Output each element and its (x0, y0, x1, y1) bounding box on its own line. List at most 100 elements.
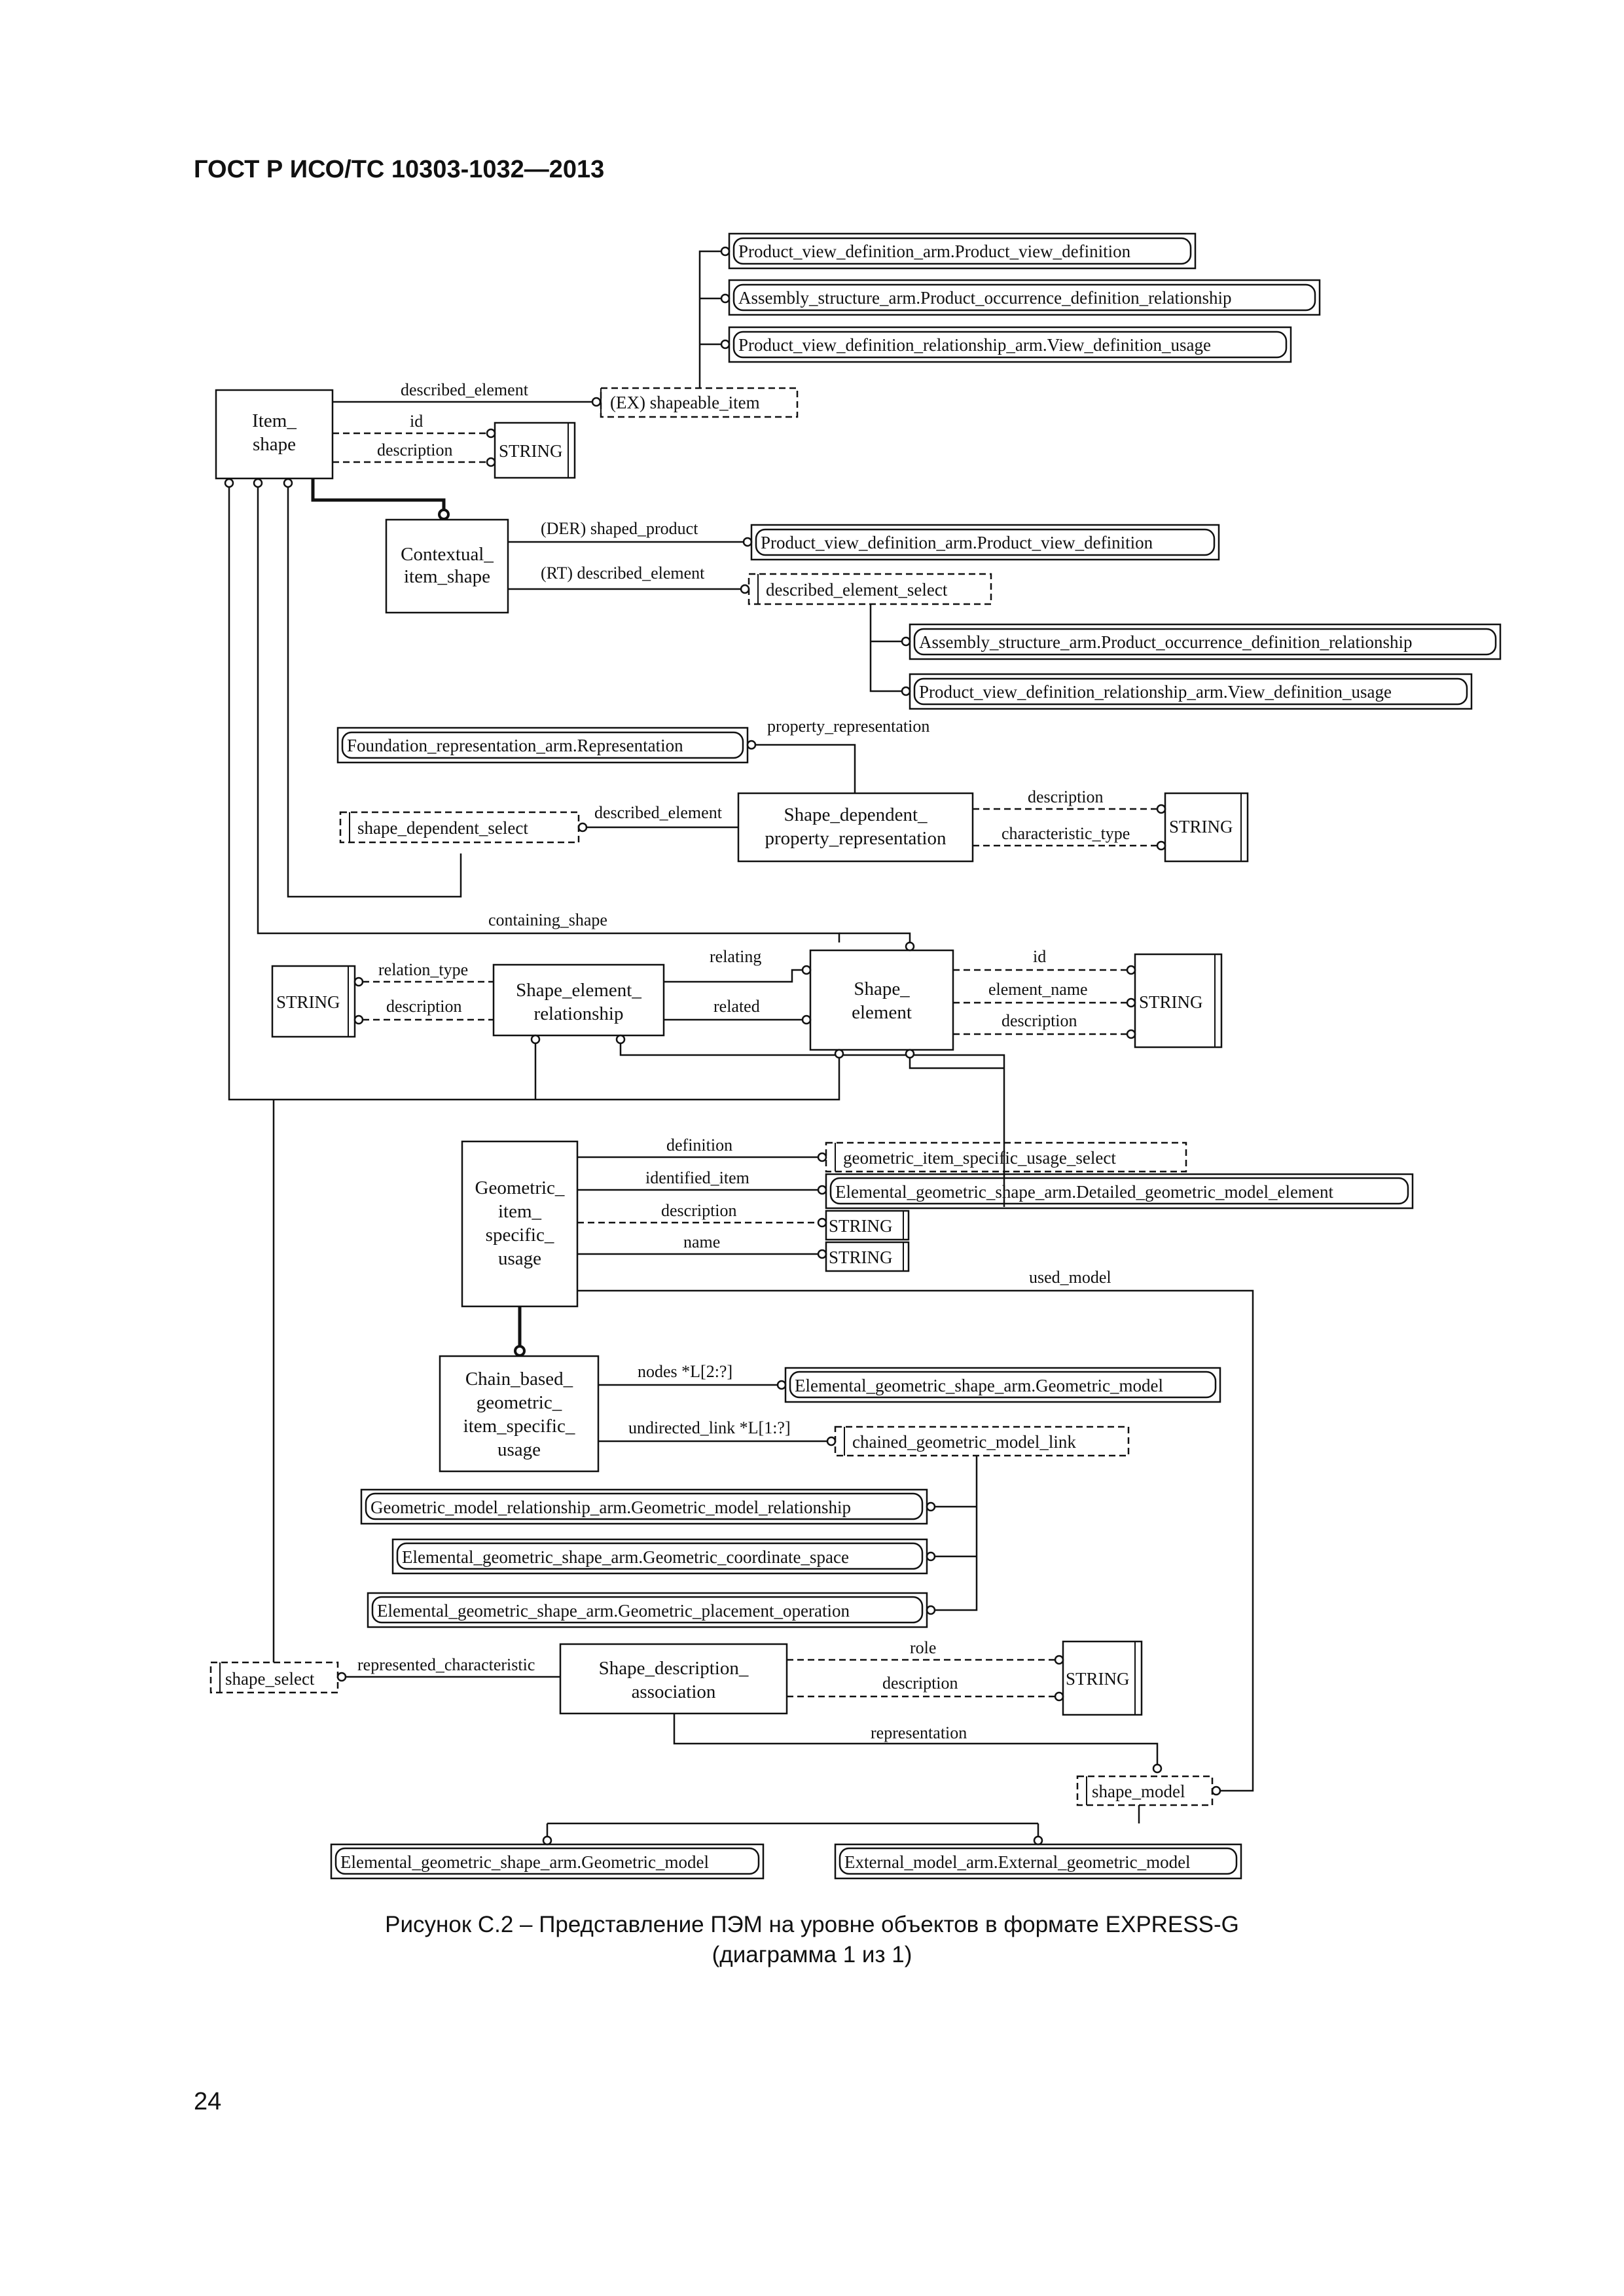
ext-geom-coord-space-label: Elemental_geometric_shape_arm.Geometric_… (402, 1547, 849, 1567)
attr-se-description: description (1001, 1011, 1077, 1030)
attr-characteristic-type: characteristic_type (1001, 824, 1130, 843)
ext-pvdr-top (728, 326, 1292, 363)
entity-chain-label-2: geometric_ (477, 1392, 562, 1413)
string-label-4: STRING (1139, 992, 1203, 1012)
ext-pvdr-top-label: Product_view_definition_relationship_arm… (738, 335, 1211, 355)
attr-nodes: nodes *L[2:?] (638, 1362, 732, 1381)
ext-asm-top-label: Assembly_structure_arm.Product_occurrenc… (738, 288, 1232, 308)
attr-relation-type: relation_type (378, 960, 468, 979)
attr-sda-description: description (882, 1674, 958, 1693)
ext-geom-model-chain-label: Elemental_geometric_shape_arm.Geometric_… (795, 1376, 1163, 1395)
ext-external-geom-model (834, 1843, 1242, 1880)
attr-undirected-link: undirected_link *L[1:?] (628, 1418, 791, 1437)
attr-der-shaped-product: (DER) shaped_product (541, 519, 698, 538)
entity-se-label-1: Shape_ (854, 978, 910, 999)
ext-asm-mid-label: Assembly_structure_arm.Product_occurrenc… (919, 632, 1413, 652)
select-shape-dependent (339, 811, 580, 844)
entity-sda-label-1: Shape_description_ (599, 1658, 749, 1679)
entity-item-shape-label-1: Item_ (252, 410, 297, 431)
entity-gisu-label-1: Geometric_ (475, 1177, 565, 1198)
attr-represented-characteristic: represented_characteristic (357, 1655, 535, 1674)
attr-name: name (683, 1232, 720, 1251)
entity-shape-element-relationship (492, 963, 665, 1037)
ext-geom-model-rel-label: Geometric_model_relationship_arm.Geometr… (370, 1498, 851, 1517)
select-shape-model (1076, 1775, 1214, 1806)
ext-asm-top (728, 279, 1321, 316)
attr-sdpr-description: description (1028, 787, 1104, 806)
entity-gisu-label-2: item_ (498, 1201, 542, 1222)
select-shapeable-item-label: (EX) shapeable_item (610, 393, 760, 412)
ext-detailed-geom-element (825, 1173, 1414, 1210)
entity-sdpr-label-2: property_representation (765, 828, 947, 849)
entity-gisu-label-4: usage (498, 1248, 541, 1269)
select-geometric-item-specific-usage (825, 1141, 1187, 1173)
string-label-5: STRING (829, 1216, 893, 1236)
ext-pvdr-mid (909, 673, 1473, 710)
ext-pvd-top (728, 232, 1197, 270)
attr-item-id: id (410, 412, 423, 431)
entity-chain-label-4: usage (497, 1439, 541, 1460)
string-label-1: STRING (499, 441, 563, 461)
ext-geom-placement-op (367, 1592, 928, 1628)
attr-described-element: described_element (401, 380, 529, 399)
ext-detailed-geom-element-label: Elemental_geometric_shape_arm.Detailed_g… (835, 1182, 1333, 1202)
attr-related: related (713, 997, 760, 1016)
attr-se-id: id (1033, 947, 1046, 966)
attr-definition: definition (666, 1136, 732, 1155)
attr-role: role (910, 1638, 936, 1657)
page-number: 24 (194, 2088, 222, 2115)
string-label-3: STRING (276, 992, 340, 1012)
ext-pvd-top-label: Product_view_definition_arm.Product_view… (738, 242, 1131, 261)
ext-pvdr-mid-label: Product_view_definition_relationship_arm… (919, 682, 1392, 702)
attr-property-representation: property_representation (767, 717, 929, 736)
string-gisu-description (825, 1210, 910, 1241)
string-shape-element-relationship (271, 965, 356, 1038)
figure-caption: Рисунок С.2 – Представление ПЭМ на уровн… (0, 1910, 1624, 1970)
attr-sdpr-described-element: described_element (594, 803, 723, 822)
ext-external-geom-model-label: External_model_arm.External_geometric_mo… (844, 1852, 1191, 1872)
entity-se-label-2: element (852, 1002, 912, 1023)
select-gisu-label: geometric_item_specific_usage_select (843, 1148, 1116, 1168)
entity-chain-label-3: item_specific_ (463, 1416, 575, 1437)
attr-item-description: description (377, 440, 453, 459)
entity-contextual-label-2: item_shape (404, 566, 490, 587)
ext-pvd-mid (750, 524, 1220, 561)
ext-geom-model-bottom-label: Elemental_geometric_shape_arm.Geometric_… (340, 1852, 709, 1872)
attr-used-model: used_model (1029, 1268, 1111, 1287)
ext-geom-model-chain (784, 1367, 1221, 1403)
entity-chain-based-geometric-item-specific-usage (439, 1355, 600, 1473)
entity-ser-label-1: Shape_element_ (516, 980, 641, 1001)
string-shape-element (1134, 953, 1223, 1049)
attr-rt-described-element: (RT) described_element (541, 564, 705, 583)
ext-geom-placement-op-label: Elemental_geometric_shape_arm.Geometric_… (377, 1601, 850, 1621)
select-shape-dependent-label: shape_dependent_select (357, 818, 528, 838)
entity-ser-label-2: relationship (534, 1003, 624, 1024)
entity-gisu-label-3: specific_ (486, 1225, 554, 1246)
document-header: ГОСТ Р ИСО/ТС 10303-1032—2013 (194, 156, 605, 183)
ext-geom-model-bottom (330, 1843, 765, 1880)
string-shape-dependent (1164, 792, 1249, 863)
entity-geometric-item-specific-usage (461, 1140, 579, 1308)
entity-sda-label-2: association (632, 1681, 716, 1702)
ext-geom-coord-space (391, 1538, 928, 1575)
ext-foundation-rep-label: Foundation_representation_arm.Representa… (347, 736, 683, 755)
entity-item-shape (215, 389, 334, 480)
entity-contextual-item-shape (385, 518, 509, 614)
attr-identified-item: identified_item (645, 1168, 749, 1187)
string-shape-description-association (1062, 1640, 1143, 1716)
entity-contextual-label-1: Contextual_ (401, 544, 494, 565)
ext-geom-model-rel (360, 1488, 928, 1525)
attr-element-name: element_name (988, 980, 1088, 999)
ext-pvd-mid-label: Product_view_definition_arm.Product_view… (761, 533, 1153, 552)
entity-item-shape-label-2: shape (253, 434, 296, 455)
entity-shape-element (809, 949, 954, 1051)
select-chained-link-label: chained_geometric_model_link (852, 1432, 1076, 1452)
entity-sdpr-label-1: Shape_dependent_ (784, 804, 928, 825)
string-gisu-name (825, 1241, 910, 1272)
select-chained-geometric-model-link (834, 1426, 1130, 1457)
caption-line-1: Рисунок С.2 – Представление ПЭМ на уровн… (385, 1912, 1239, 1937)
select-shape-select-label: shape_select (225, 1669, 315, 1689)
attr-ser-description: description (386, 997, 462, 1016)
string-item-shape (494, 422, 576, 479)
